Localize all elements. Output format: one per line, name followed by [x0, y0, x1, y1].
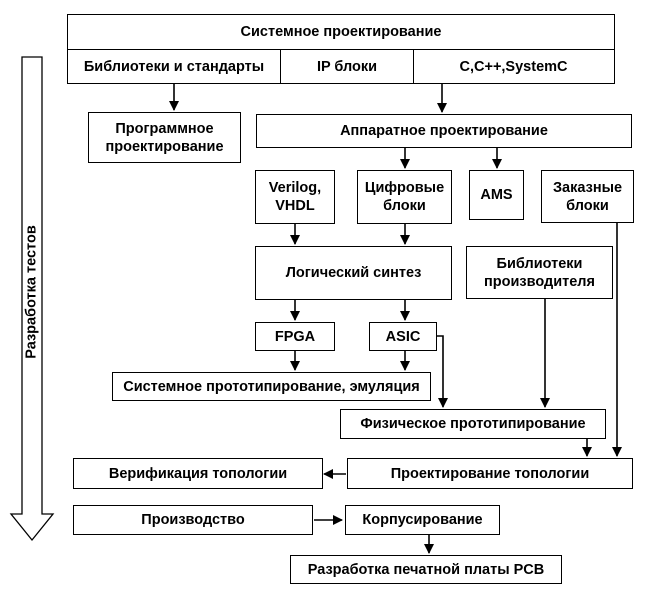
ip-blocks: IP блоки [281, 50, 414, 83]
asic-block: ASIC [369, 322, 437, 351]
test-development-arrow [9, 56, 55, 542]
test-development-label: Разработка тестов [24, 225, 41, 359]
topology-design: Проектирование топологии [347, 458, 633, 489]
software-design: Программное проектирование [88, 112, 241, 163]
libraries-and-standards: Библиотеки и стандарты [68, 50, 281, 83]
physical-prototyping: Физическое прототипирование [340, 409, 606, 439]
digital-blocks: Цифровые блоки [357, 170, 452, 224]
fpga-block: FPGA [255, 322, 335, 351]
system-design-title: Системное проектирование [68, 15, 614, 50]
verilog-vhdl: Verilog, VHDL [255, 170, 335, 224]
system-design-block: Системное проектирование Библиотеки и ст… [67, 14, 615, 84]
programming-languages: C,C++,SystemC [459, 58, 568, 75]
system-prototyping: Системное прототипирование, эмуляция [112, 372, 431, 401]
packaging-block: Корпусирование [345, 505, 500, 535]
vendor-libraries: Библиотеки производителя [466, 246, 613, 299]
test-development-label-wrap: Разработка тестов [22, 214, 42, 370]
pcb-design: Разработка печатной платы PCB [290, 555, 562, 584]
custom-blocks: Заказные блоки [541, 170, 634, 223]
topology-verification: Верификация топологии [73, 458, 323, 489]
production-block: Производство [73, 505, 313, 535]
hardware-design: Аппаратное проектирование [256, 114, 632, 148]
arrow-asic-to-physical [437, 335, 448, 408]
logic-synthesis: Логический синтез [255, 246, 452, 300]
ams-block: AMS [469, 170, 524, 220]
